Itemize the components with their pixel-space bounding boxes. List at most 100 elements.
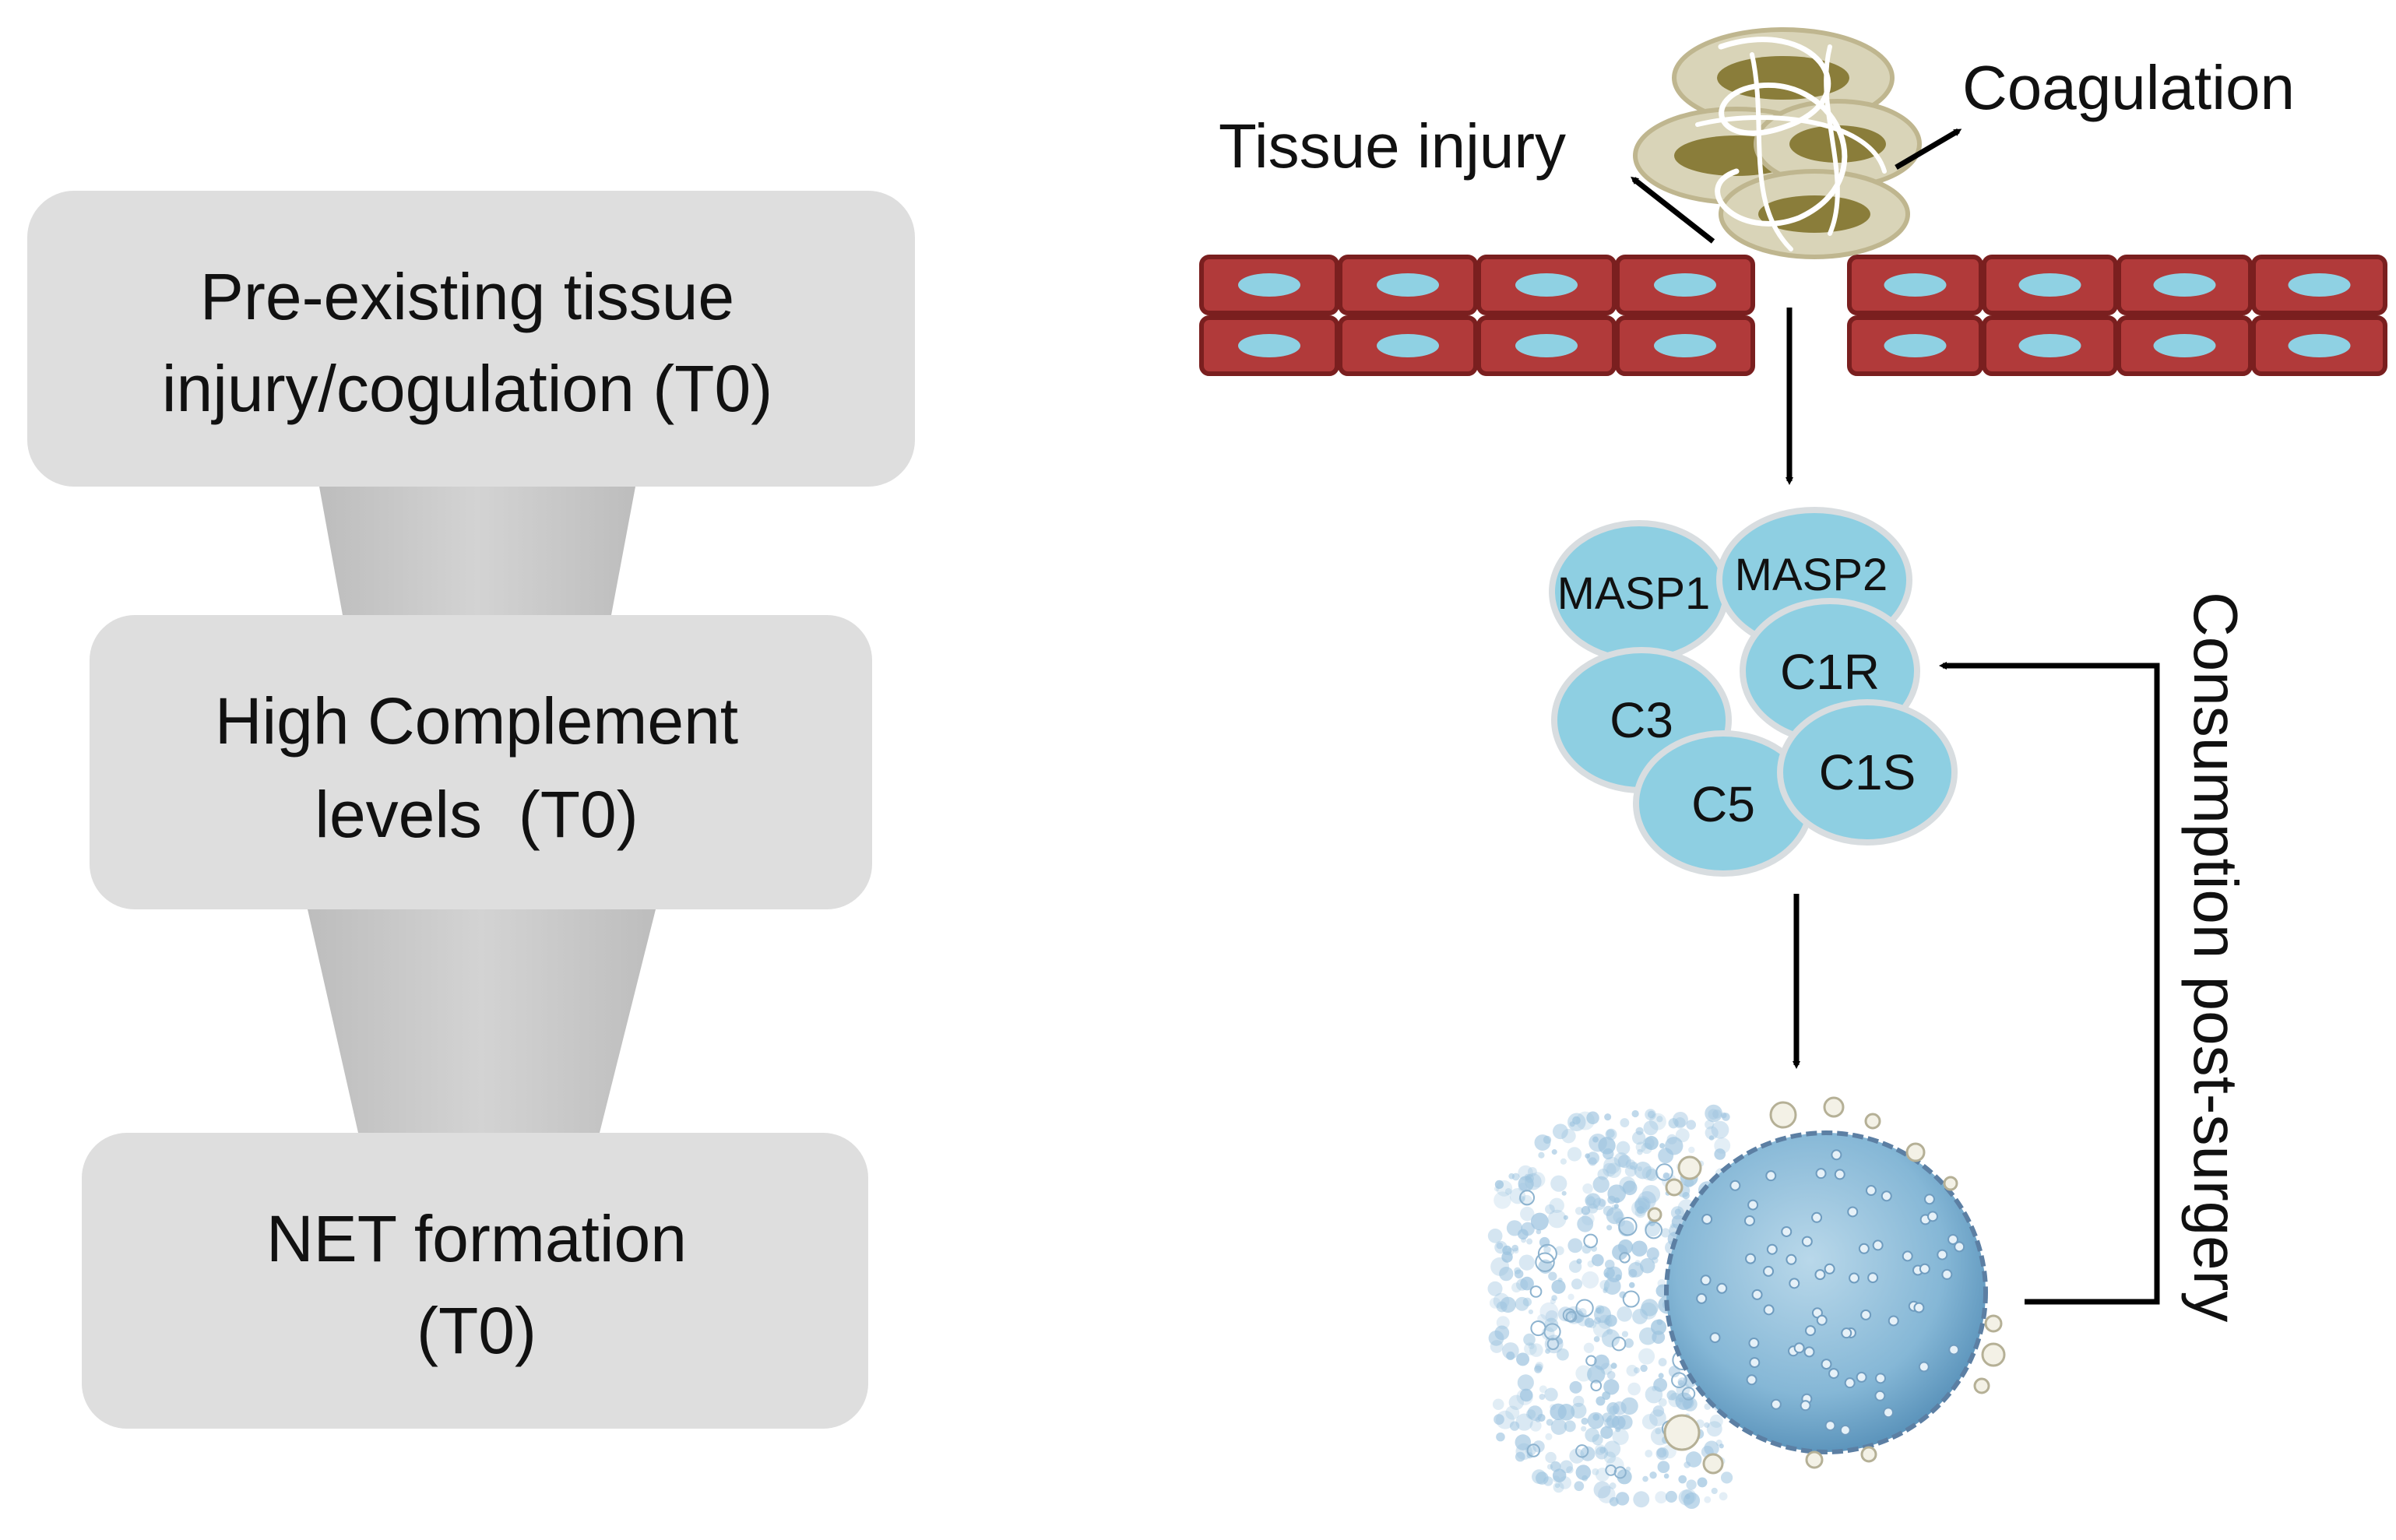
granule [1763, 1265, 1775, 1277]
blood-clot-icon [1633, 27, 1922, 259]
net-fragment [1662, 1172, 1670, 1180]
granule [1747, 1199, 1759, 1211]
flow-connector-1 [319, 487, 635, 615]
net-fragment [1603, 1318, 1610, 1325]
net-fragment [1706, 1421, 1722, 1437]
protein-c1s: C1S [1777, 699, 1958, 846]
granule [1947, 1233, 1959, 1245]
granule [1849, 1272, 1860, 1284]
net-bubble [1575, 1444, 1589, 1458]
net-fragment [1545, 1204, 1555, 1215]
net-fragment [1599, 1447, 1606, 1454]
net-fragment [1515, 1451, 1525, 1462]
net-fragment [1601, 1329, 1620, 1348]
granule [1841, 1327, 1852, 1339]
net-fragment [1586, 1111, 1599, 1125]
net-fragment [1551, 1295, 1557, 1301]
net-fragment [1566, 1466, 1574, 1474]
net-fragment [1544, 1387, 1558, 1401]
net-fragment [1658, 1398, 1667, 1407]
net-fragment [1538, 1151, 1545, 1159]
net-fragment [1658, 1358, 1667, 1367]
net-fragment [1543, 1135, 1552, 1144]
net-fragment [1548, 1271, 1557, 1281]
net-fragment [1617, 1306, 1633, 1322]
net-bubble [1565, 1310, 1578, 1323]
net-fragment [1655, 1447, 1669, 1461]
granule [1918, 1361, 1930, 1373]
net-fragment [1509, 1187, 1526, 1204]
net-fragment [1658, 1373, 1664, 1379]
net-fragment [1649, 1471, 1657, 1479]
net-fragment [1622, 1180, 1638, 1196]
net-fragment [1659, 1143, 1666, 1149]
net-fragment [1496, 1410, 1515, 1429]
flow-step-1-line2: injury/cogulation (T0) [162, 352, 772, 425]
net-fragment [1506, 1220, 1523, 1236]
net-fragment [1524, 1342, 1537, 1355]
net-fragment [1557, 1403, 1575, 1421]
feedback-line [1939, 662, 2160, 1305]
net-fragment [1637, 1148, 1643, 1155]
granule [1805, 1325, 1817, 1337]
net-fragment [1704, 1422, 1710, 1428]
net-fragment [1496, 1432, 1505, 1442]
arrow-to-tissue-injury [1631, 176, 1715, 244]
granule [1867, 1272, 1879, 1284]
granule [1874, 1390, 1886, 1401]
vesicle [1860, 1446, 1877, 1463]
net-bubble [1575, 1299, 1594, 1317]
net-fragment [1626, 1365, 1638, 1377]
net-fragment [1581, 1417, 1589, 1425]
net-fragment [1539, 1385, 1547, 1394]
neutrophil-granules [1696, 1149, 1965, 1436]
net-fragment [1603, 1162, 1617, 1177]
net-fragment [1686, 1479, 1697, 1490]
granule [1766, 1243, 1778, 1255]
net-fragment [1534, 1365, 1543, 1373]
net-fragment [1557, 1306, 1573, 1322]
net-fragment [1612, 1428, 1629, 1445]
granule [1696, 1292, 1708, 1304]
net-fragment [1564, 1306, 1583, 1324]
net-fragment [1496, 1180, 1513, 1197]
arrow-to-coagulation [1895, 128, 1962, 171]
net-fragment [1536, 1471, 1549, 1485]
net-fragment [1585, 1427, 1599, 1443]
net-fragment [1574, 1481, 1585, 1492]
net-fragment [1603, 1379, 1620, 1395]
net-fragment [1600, 1426, 1613, 1440]
vessel-wall-left [1199, 255, 1755, 376]
vesicle [1823, 1096, 1845, 1118]
net-fragment [1633, 1367, 1640, 1374]
net-fragment [1511, 1244, 1519, 1252]
net-fragment [1545, 1451, 1557, 1464]
net-fragment [1552, 1468, 1567, 1482]
net-fragment [1633, 1491, 1650, 1508]
net-fragment [1603, 1440, 1621, 1457]
net-fragment [1656, 1116, 1663, 1123]
net-fragment [1539, 1394, 1546, 1400]
granule [1872, 1239, 1884, 1251]
granule [1927, 1211, 1939, 1222]
flow-step-3-line1: NET formation [266, 1202, 687, 1275]
net-fragment [1715, 1439, 1722, 1447]
net-fragment [1564, 1420, 1576, 1433]
granule [1865, 1185, 1877, 1197]
granule [1856, 1371, 1867, 1383]
net-bubble [1583, 1233, 1599, 1249]
granule [1763, 1304, 1775, 1316]
net-fragment [1606, 1225, 1613, 1231]
net-fragment [1572, 1116, 1581, 1125]
net-fragment [1550, 1298, 1556, 1305]
protein-masp1: MASP1 [1549, 520, 1729, 663]
net-fragment [1593, 1317, 1602, 1324]
endothelial-cell [2251, 315, 2387, 376]
net-fragment [1711, 1120, 1729, 1139]
net-fragment [1606, 1162, 1622, 1178]
net-fragment [1593, 1481, 1611, 1499]
net-fragment [1649, 1409, 1666, 1426]
net-fragment [1624, 1165, 1637, 1177]
net-fragment [1577, 1215, 1594, 1232]
net-fragment [1606, 1207, 1624, 1225]
